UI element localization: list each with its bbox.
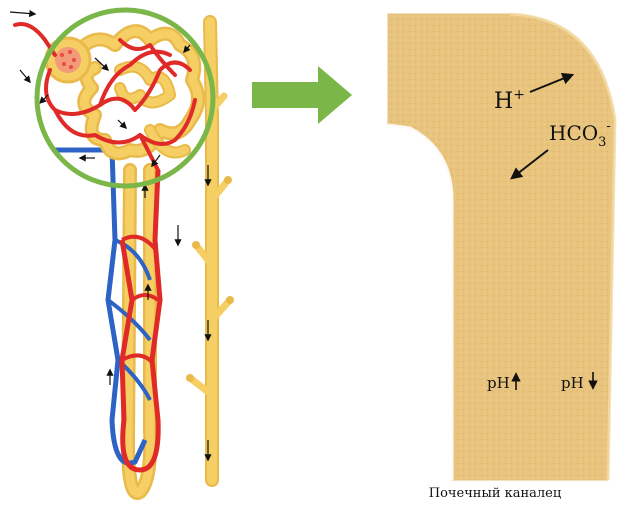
ph-inside-label: pH xyxy=(487,374,510,392)
renal-tubule xyxy=(388,14,615,480)
nephron xyxy=(10,10,234,493)
tubule-wall xyxy=(388,14,615,480)
ph-outside-label: pH xyxy=(561,374,584,392)
tubule-caption: Почечный каналец xyxy=(380,486,610,501)
transition-arrow xyxy=(252,66,352,124)
